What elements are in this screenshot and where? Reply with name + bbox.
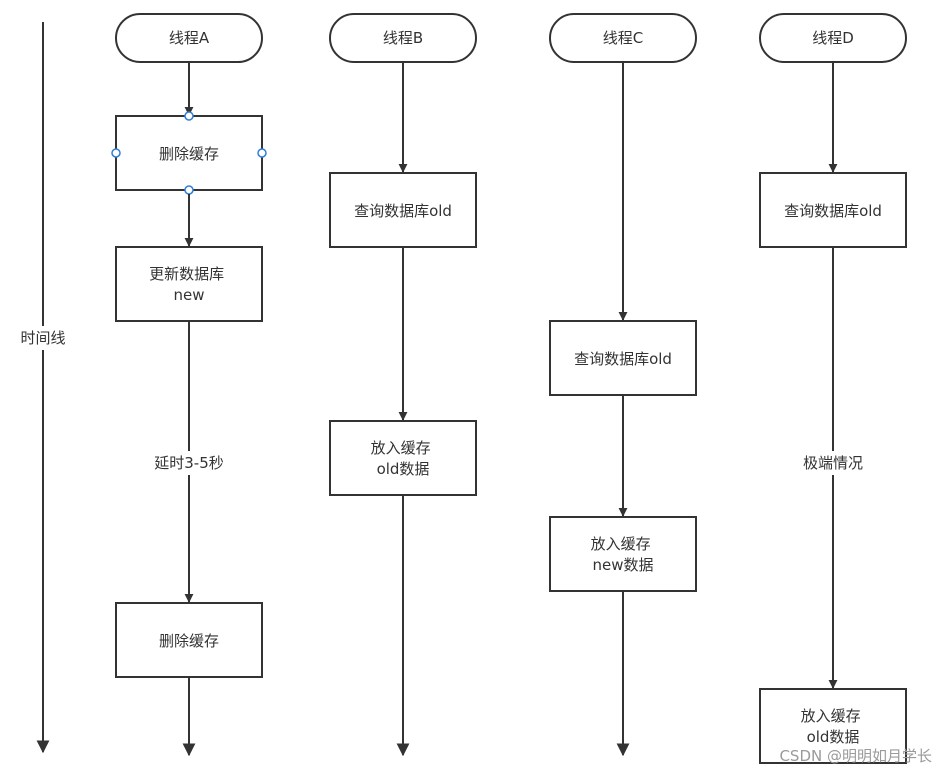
csdn-watermark: CSDN @明明如月学长 <box>779 747 932 765</box>
thread-d-step-2-line-2: old数据 <box>807 728 860 746</box>
thread-d-edge-label: 极端情况 <box>803 454 863 472</box>
thread-b-step-1-label: 查询数据库old <box>354 202 452 220</box>
thread-c-step-2-line-1: 放入缓存 <box>591 535 651 553</box>
thread-a-step-2-label: 更新数据库 new <box>149 265 229 304</box>
selection-handle-right[interactable] <box>257 148 267 158</box>
thread-c-step-2-label: 放入缓存 new数据 <box>591 535 656 574</box>
thread-a-step-3-label: 删除缓存 <box>159 632 219 650</box>
thread-d-edge-label-bg <box>790 451 876 475</box>
thread-b-step-2-line-2: old数据 <box>377 460 430 478</box>
thread-d-step-2-label: 放入缓存 old数据 <box>801 707 866 746</box>
thread-a-edge-label: 延时3-5秒 <box>154 454 224 472</box>
thread-a-step-1-label: 删除缓存 <box>159 145 219 163</box>
thread-b-title: 线程B <box>383 29 423 47</box>
timeline-label: 时间线 <box>20 329 65 347</box>
selection-handle-top[interactable] <box>184 111 194 121</box>
thread-a-lane: 线程A 删除缓存 更新数据库 new 延时3-5秒 删除缓存 <box>111 13 267 757</box>
thread-c-step-2-line-2: new数据 <box>592 556 653 574</box>
timeline-label-bg <box>14 326 74 350</box>
thread-b-step-2-line-1: 放入缓存 <box>371 439 431 457</box>
thread-a-step-update-db[interactable] <box>115 246 263 322</box>
thread-d-step-2-line-1: 放入缓存 <box>801 707 861 725</box>
thread-b-lane: 线程B 查询数据库old 放入缓存 old数据 <box>329 13 477 757</box>
thread-a-step-2-line-1: 更新数据库 <box>149 265 224 283</box>
thread-d-step-query-db[interactable] <box>759 172 907 248</box>
thread-d-lane: 线程D 查询数据库old 极端情况 放入缓存 old数据 <box>759 13 907 764</box>
selection-handle-bottom[interactable] <box>184 185 194 195</box>
thread-c-step-query-db[interactable] <box>549 320 697 396</box>
thread-d-step-1-label: 查询数据库old <box>784 202 882 220</box>
thread-b-step-set-cache[interactable] <box>329 420 477 496</box>
thread-c-lane: 线程C 查询数据库old 放入缓存 new数据 <box>549 13 697 757</box>
thread-b-step-2-label: 放入缓存 old数据 <box>371 439 436 478</box>
thread-c-title: 线程C <box>603 29 643 47</box>
thread-c-step-set-cache[interactable] <box>549 516 697 592</box>
thread-a-title: 线程A <box>169 29 210 47</box>
thread-d-title: 线程D <box>812 29 854 47</box>
thread-c-step-1-label: 查询数据库old <box>574 350 672 368</box>
thread-a-edge-label-bg <box>140 451 238 475</box>
thread-b-step-query-db[interactable] <box>329 172 477 248</box>
selection-handle-left[interactable] <box>111 148 121 158</box>
thread-d-step-set-cache[interactable] <box>759 688 907 764</box>
thread-a-step-2-line-2: new <box>173 286 204 304</box>
